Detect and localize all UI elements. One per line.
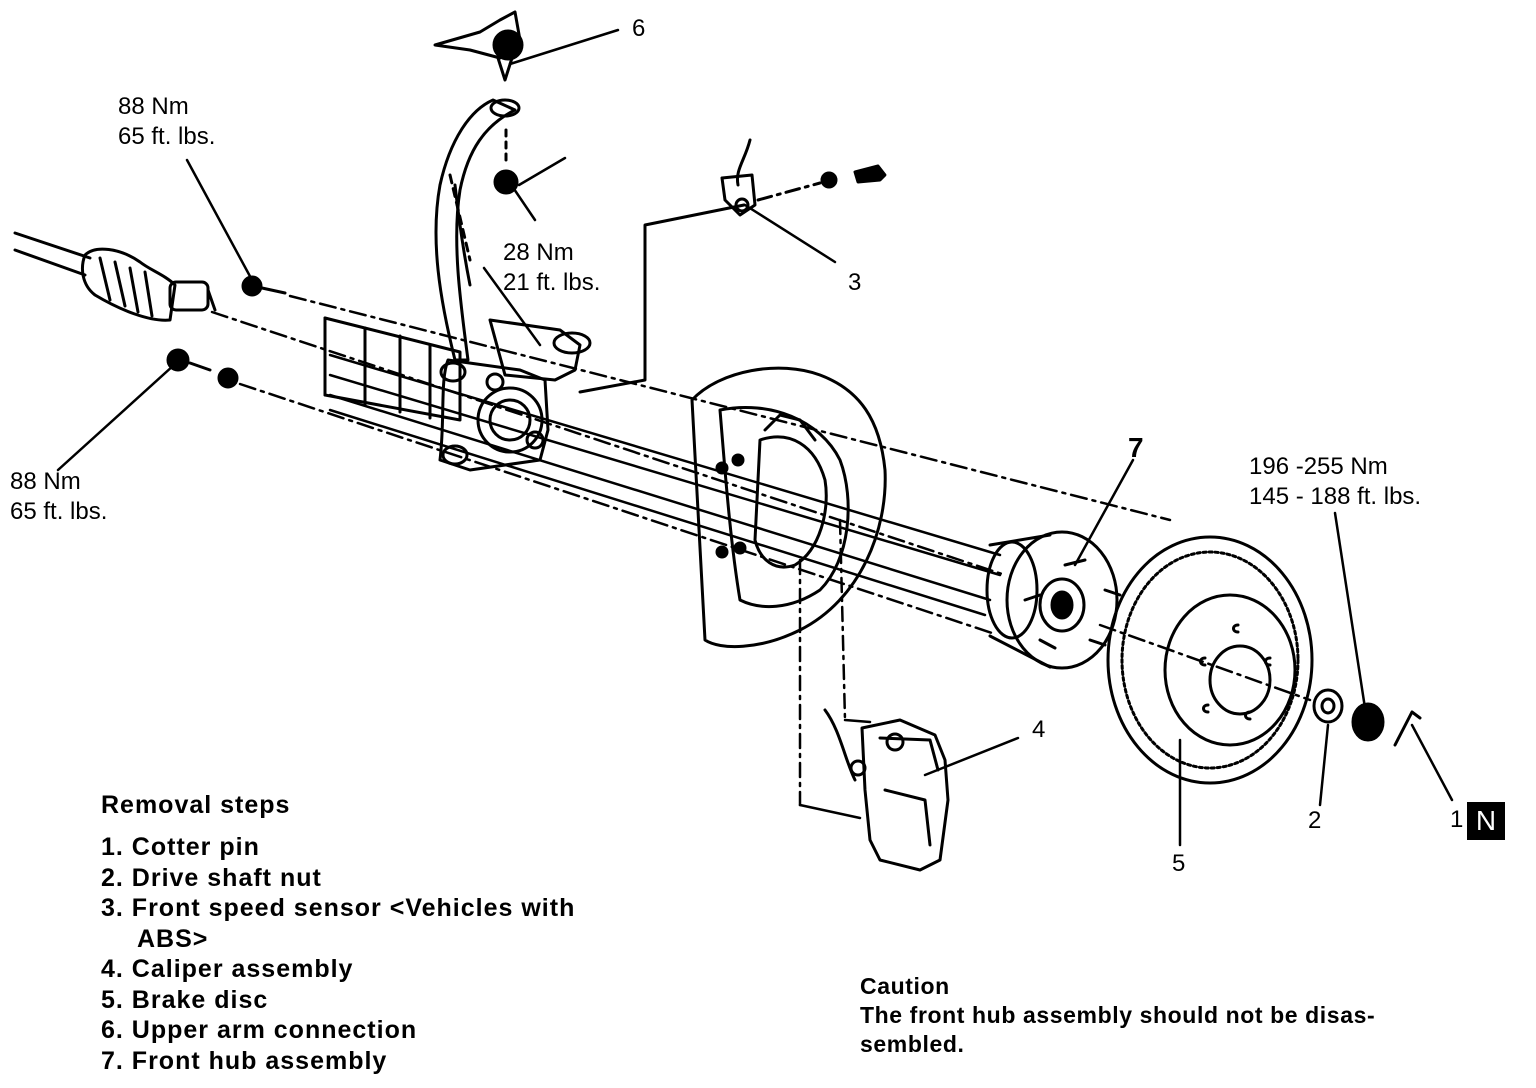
dust-shield xyxy=(690,366,887,648)
drive-shaft-nut-set xyxy=(1312,688,1422,747)
torque-label-center: 28 Nm 21 ft. lbs. xyxy=(503,239,601,296)
step-item: 2. Drive shaft nut xyxy=(101,863,322,892)
step-item: 1. Cotter pin xyxy=(101,833,260,861)
knuckle-bolts xyxy=(166,275,287,389)
torque-label-right: 196 -255 Nm 145 - 188 ft. lbs. xyxy=(1249,453,1422,510)
step-item: 5. Brake disc xyxy=(101,985,269,1014)
caution-note: Caution The front hub assembly should no… xyxy=(860,972,1480,1059)
callout-2: 2 xyxy=(1308,807,1322,834)
callout-6: 6 xyxy=(632,15,646,42)
step-item-continuation: ABS> xyxy=(137,924,209,953)
assembly-axis-lines xyxy=(210,294,1312,820)
torque-label-lower-left: 88 Nm 65 ft. lbs. xyxy=(10,468,108,525)
brake-disc xyxy=(1106,535,1314,785)
front-hub-assembly xyxy=(985,530,1122,670)
removal-steps: Removal steps 1. Cotter pin 2. Drive sha… xyxy=(101,790,575,1076)
caution-text-line: The front hub assembly should not be dis… xyxy=(860,1002,1376,1028)
removal-steps-title: Removal steps xyxy=(101,791,291,819)
leader-lines xyxy=(56,28,1454,847)
caution-text-line: sembled. xyxy=(860,1031,965,1057)
step-item: 4. Caliper assembly xyxy=(101,955,354,983)
callout-3: 3 xyxy=(848,269,862,296)
section-badge: N xyxy=(1467,802,1505,840)
step-item: 7. Front hub assembly xyxy=(101,1046,388,1075)
caliper-assembly xyxy=(823,708,950,872)
drive-shaft xyxy=(13,231,217,322)
callout-7: 7 xyxy=(1128,432,1144,463)
callout-5: 5 xyxy=(1172,850,1186,877)
front-speed-sensor xyxy=(578,138,887,394)
torque-label-upper-left: 88 Nm 65 ft. lbs. xyxy=(118,93,216,150)
callout-4: 4 xyxy=(1032,716,1046,743)
caution-title: Caution xyxy=(860,973,950,999)
callout-1: 1 xyxy=(1450,806,1464,833)
step-item: 3. Front speed sensor <Vehicles with xyxy=(101,894,576,922)
upper-arm-connection xyxy=(433,10,592,382)
steering-knuckle xyxy=(323,316,550,472)
step-item: 6. Upper arm connection xyxy=(101,1016,418,1044)
